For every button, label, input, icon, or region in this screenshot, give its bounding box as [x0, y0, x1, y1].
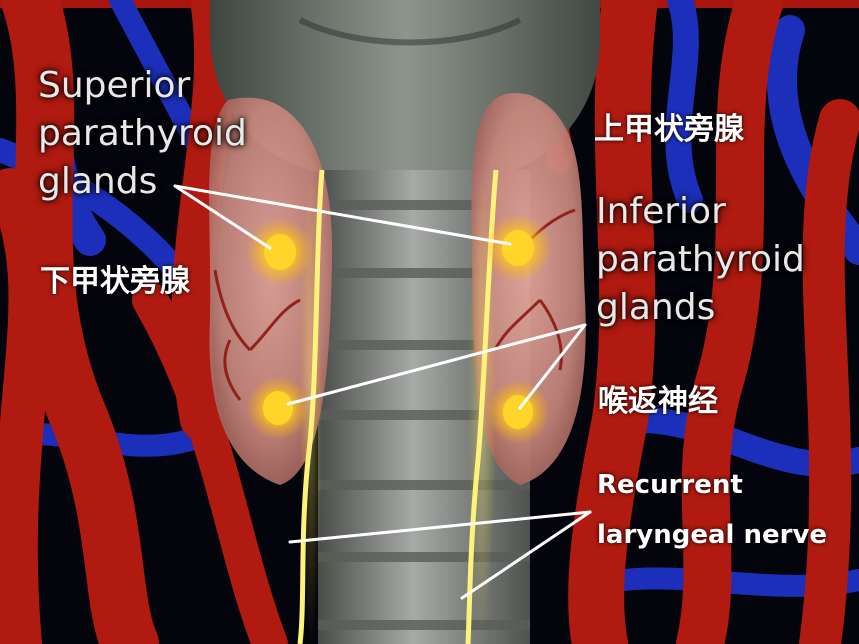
label-inferior-line1: Inferior [596, 191, 726, 232]
label-recurrent-line1: Recurrent [597, 470, 743, 500]
leader-superior-left [173, 184, 272, 250]
leader-inferior-left [286, 323, 587, 406]
leader-nerve-right [460, 510, 592, 600]
leader-lines [173, 184, 592, 600]
label-superior-parathyroid-glands: Superior parathyroid glands [38, 62, 247, 206]
leader-inferior-right [518, 323, 587, 410]
label-recurrent-line2: laryngeal nerve [597, 520, 828, 550]
label-zh-inferior-parathyroid: 下甲状旁腺 [40, 264, 190, 299]
leader-nerve-left [288, 510, 592, 544]
label-zh-recurrent-laryngeal-nerve: 喉返神经 [598, 384, 718, 419]
trachea-rings [318, 200, 530, 630]
label-inferior-parathyroid-glands: Inferior parathyroid glands [596, 188, 805, 332]
label-superior-line3: glands [38, 161, 158, 202]
label-inferior-line3: glands [596, 287, 716, 328]
label-inferior-line2: parathyroid [596, 239, 805, 280]
label-superior-line2: parathyroid [38, 113, 247, 154]
parathyroid-glands [246, 214, 552, 444]
label-zh-superior-parathyroid: 上甲状旁腺 [594, 112, 744, 147]
label-superior-line1: Superior [38, 65, 191, 106]
leader-superior-right [173, 184, 512, 246]
